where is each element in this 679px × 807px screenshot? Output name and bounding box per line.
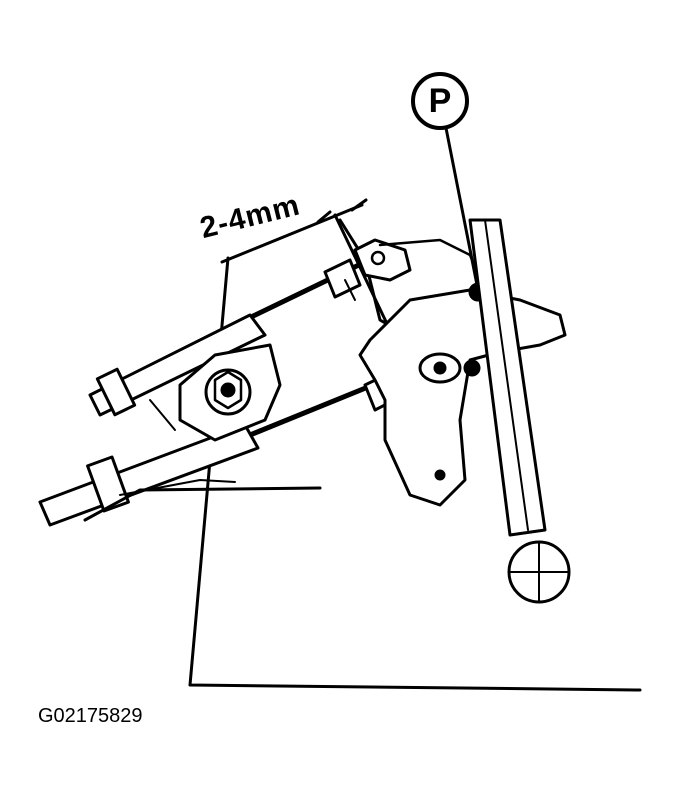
lower-pivot-pin <box>433 361 447 375</box>
upper-pivot <box>370 250 386 266</box>
callout-p-label: P <box>428 82 452 120</box>
plate-hole <box>434 469 446 481</box>
lever-pivot <box>463 359 481 377</box>
callout-p-circle <box>411 72 469 130</box>
dimension-tick-left <box>316 210 332 224</box>
hatch-1 <box>149 399 176 431</box>
base-plate <box>83 486 322 522</box>
dimension-tick-right <box>350 198 368 212</box>
bracket-bolt-head <box>213 370 243 410</box>
lower-cable-housing <box>38 423 260 527</box>
lower-cable-clamp <box>86 455 130 513</box>
figure-id: G02175829 <box>38 705 143 727</box>
base-plate-edge <box>119 479 236 496</box>
bracket-bolt-center <box>220 382 236 398</box>
upper-cable-clamp <box>95 367 137 417</box>
dimension-line <box>220 203 364 264</box>
shift-lever-centerline <box>484 219 529 531</box>
hatch-2 <box>344 279 356 301</box>
upper-cable-end-fitting <box>323 258 362 299</box>
upper-cable-housing <box>88 313 267 417</box>
